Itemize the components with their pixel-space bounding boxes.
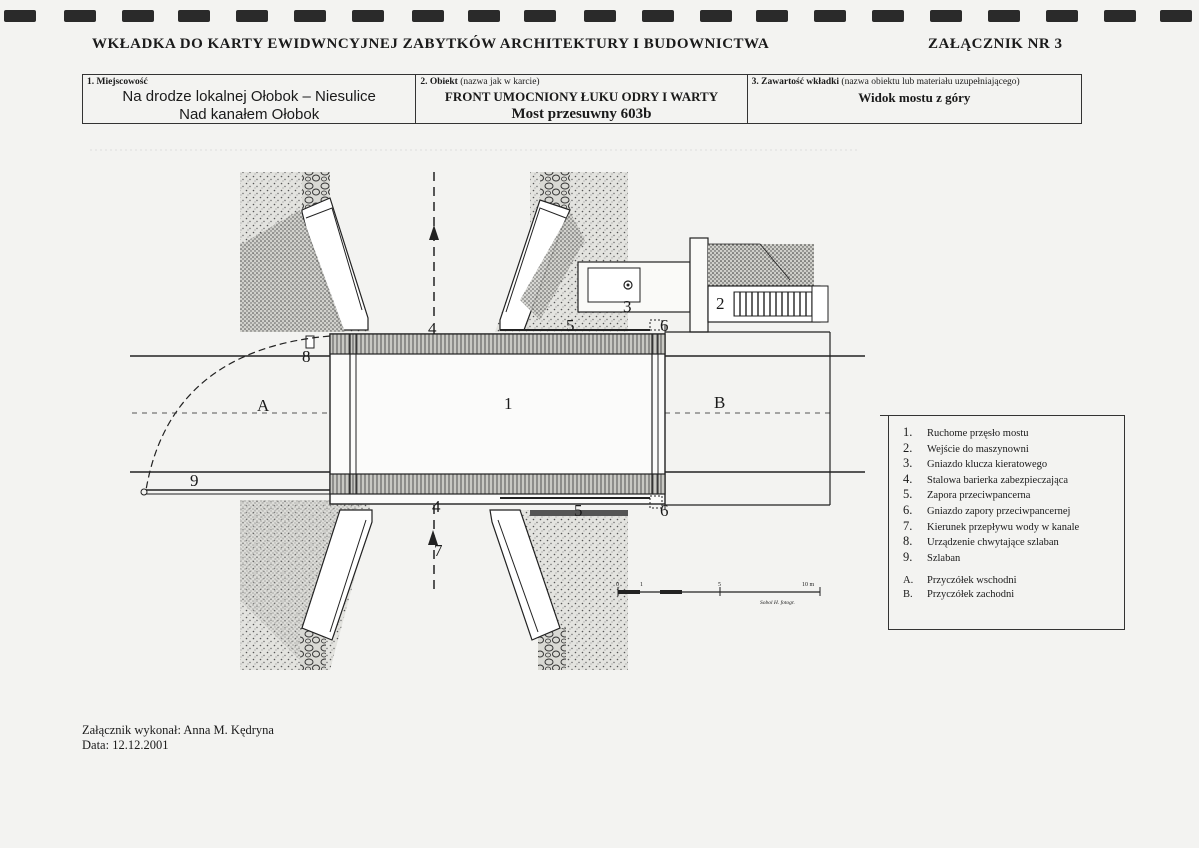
- label-5-bottom: 5: [574, 501, 583, 520]
- punch-hole: [4, 10, 36, 22]
- label-b: B: [714, 393, 725, 412]
- punch-hole: [1160, 10, 1192, 22]
- label-a: A: [257, 396, 270, 415]
- locality-line-2: Nad kanałem Ołobok: [179, 106, 320, 123]
- label-1: 1: [504, 394, 513, 413]
- legend-item: 6.Gniazdo zapory przeciwpancernej: [903, 502, 1071, 517]
- label-5-top: 5: [566, 316, 575, 335]
- form-cell-object: 2. Obiekt (nazwa jak w karcie) FRONT UMO…: [416, 75, 748, 123]
- punch-hole: [122, 10, 154, 22]
- legend-item: 4.Stalowa barierka zabezpieczająca: [903, 471, 1069, 486]
- scale-note: Sobol H. fotogr.: [760, 599, 795, 606]
- punch-hole: [236, 10, 268, 22]
- legend-list: 1.Ruchome przęsło mostu 2.Wejście do mas…: [889, 415, 1124, 565]
- punch-hole: [756, 10, 788, 22]
- legend-top-line: [880, 415, 1125, 416]
- document-title: WKŁADKA DO KARTY EWIDWNCYJNEJ ZABYTKÓW A…: [92, 36, 770, 52]
- legend-abutments: A.Przyczółek wschodni B.Przyczółek zacho…: [903, 575, 1124, 603]
- label-6-top: 6: [660, 316, 669, 335]
- form-table: 1. Miejscowość Na drodze lokalnej Ołobok…: [82, 74, 1082, 124]
- legend-box: 1.Ruchome przęsło mostu 2.Wejście do mas…: [888, 415, 1125, 630]
- legend-item: 2.Wejście do maszynowni: [903, 440, 1029, 455]
- punch-hole: [468, 10, 500, 22]
- content-line-1: Widok mostu z góry: [858, 90, 971, 105]
- punch-hole: [524, 10, 556, 22]
- punch-holes: [0, 10, 1199, 24]
- punch-hole: [412, 10, 444, 22]
- punch-hole: [872, 10, 904, 22]
- scale-tick-5: 5: [718, 582, 721, 588]
- form-cell-content: 3. Zawartość wkładki (nazwa obiektu lub …: [748, 75, 1081, 123]
- legend-item: A.Przyczółek wschodni: [903, 575, 1017, 587]
- cell-label: 3. Zawartość wkładki (nazwa obiektu lub …: [751, 77, 1020, 87]
- punch-hole: [988, 10, 1020, 22]
- legend-item: 5.Zapora przeciwpancerna: [903, 487, 1031, 502]
- label-4-bottom: 4: [432, 497, 441, 516]
- locality-line-1: Na drodze lokalnej Ołobok – Niesulice: [122, 88, 376, 105]
- legend-item: 1.Ruchome przęsło mostu: [903, 425, 1029, 439]
- scale-tick-0: 0: [616, 582, 619, 588]
- label-4-top: 4: [428, 319, 437, 338]
- punch-hole: [584, 10, 616, 22]
- punch-hole: [930, 10, 962, 22]
- legend-item: 7.Kierunek przepływu wody w kanale: [903, 518, 1080, 533]
- punch-hole: [814, 10, 846, 22]
- scale-tick-10: 10 m: [802, 582, 815, 588]
- cell-label: 1. Miejscowość: [87, 77, 148, 87]
- object-line-1: FRONT UMOCNIONY ŁUKU ODRY I WARTY: [444, 89, 719, 104]
- punch-hole: [352, 10, 384, 22]
- punch-hole: [1046, 10, 1078, 22]
- label-7: 7: [434, 541, 443, 560]
- scale-tick-1: 1: [640, 582, 643, 588]
- label-9: 9: [190, 471, 199, 490]
- legend-item: 8.Urządzenie chwytające szlaban: [903, 534, 1059, 549]
- label-6-bottom: 6: [660, 501, 669, 520]
- label-3: 3: [623, 297, 632, 316]
- cell-label: 2. Obiekt (nazwa jak w karcie): [420, 77, 540, 87]
- label-8: 8: [302, 347, 311, 366]
- punch-hole: [642, 10, 674, 22]
- annex-number: ZAŁĄCZNIK NR 3: [928, 36, 1063, 52]
- punch-hole: [294, 10, 326, 22]
- footer-date: Data: 12.12.2001: [82, 738, 169, 752]
- legend-item: B.Przyczółek zachodni: [903, 589, 1015, 601]
- object-line-2: Most przesuwny 603b: [511, 106, 652, 122]
- punch-hole: [700, 10, 732, 22]
- punch-hole: [1104, 10, 1136, 22]
- label-2: 2: [716, 294, 725, 313]
- footer: Załącznik wykonał: Anna M. Kędryna Data:…: [82, 723, 274, 753]
- legend-item: 3.Gniazdo klucza kieratowego: [903, 456, 1048, 471]
- footer-author: Załącznik wykonał: Anna M. Kędryna: [82, 723, 274, 737]
- legend-item: 9.Szlaban: [903, 549, 961, 564]
- form-cell-locality: 1. Miejscowość Na drodze lokalnej Ołobok…: [83, 75, 417, 123]
- punch-hole: [178, 10, 210, 22]
- punch-hole: [64, 10, 96, 22]
